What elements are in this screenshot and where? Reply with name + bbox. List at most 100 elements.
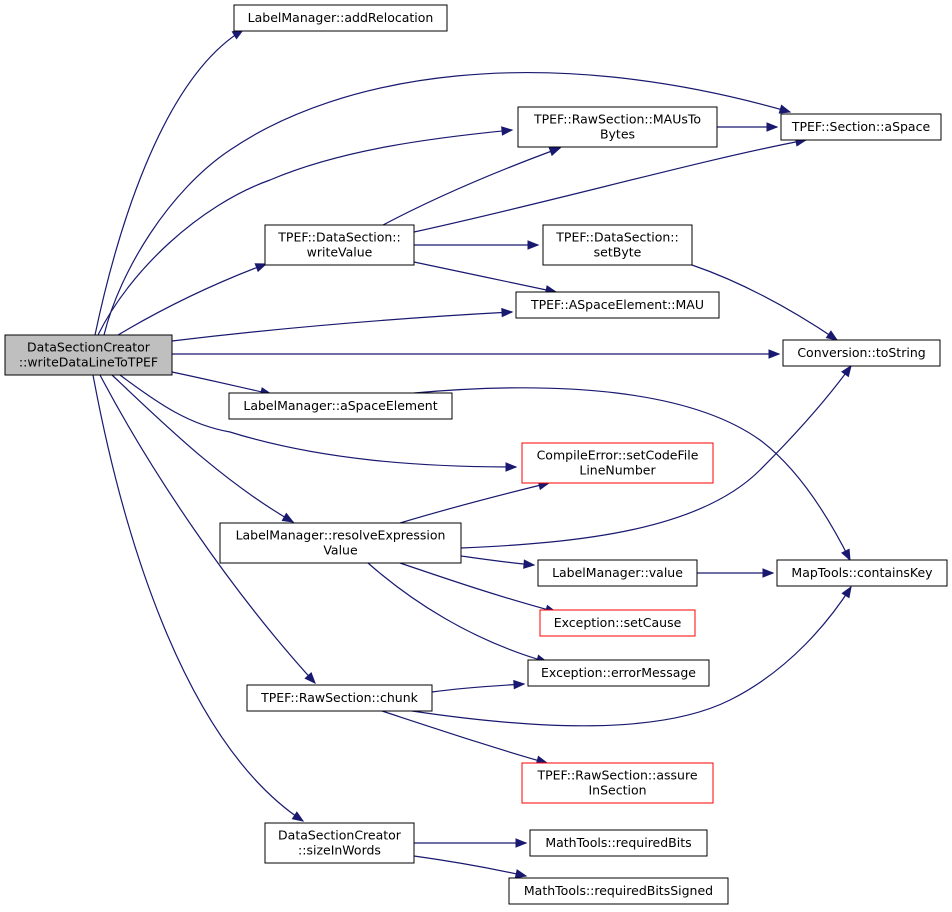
- edge-arrowhead: [291, 811, 305, 822]
- edge-arrowhead: [766, 122, 779, 132]
- node-chunk[interactable]: TPEF::RawSection::chunk: [246, 684, 433, 712]
- edge-arrowhead: [841, 364, 852, 378]
- node-aSpaceElement[interactable]: LabelManager::aSpaceElement: [228, 392, 453, 420]
- node-sectionASpace[interactable]: TPEF::Section::aSpace: [780, 113, 942, 141]
- node-setCause[interactable]: Exception::setCause: [539, 609, 696, 637]
- edge-arrowhead: [281, 512, 295, 523]
- edge-line: [171, 371, 272, 395]
- node-box[interactable]: [233, 4, 448, 32]
- node-box[interactable]: [782, 339, 941, 367]
- node-setByte[interactable]: TPEF::DataSection::setByte: [542, 224, 693, 266]
- node-root[interactable]: DataSectionCreator::writeDataLineToTPEF: [4, 334, 173, 376]
- edge-writeValue-to-mau: [413, 261, 558, 295]
- node-box[interactable]: [780, 113, 942, 141]
- edge-line: [460, 365, 852, 549]
- edge-writeValue-to-setByte: [414, 240, 540, 250]
- node-toString[interactable]: Conversion::toString: [782, 339, 941, 367]
- node-label-line: DataSectionCreator: [278, 828, 402, 843]
- edge-line: [92, 374, 304, 822]
- edge-arrowhead: [841, 548, 851, 562]
- node-label-line: TPEF::DataSection::: [277, 230, 400, 245]
- node-box[interactable]: [508, 877, 729, 905]
- node-box[interactable]: [219, 522, 462, 564]
- node-box[interactable]: [515, 291, 720, 319]
- edge-line: [117, 263, 267, 336]
- edge-arrowhead: [505, 462, 518, 472]
- edge-line: [431, 683, 525, 693]
- node-box[interactable]: [228, 392, 453, 420]
- node-requiredBitsSigned[interactable]: MathTools::requiredBitsSigned: [508, 877, 729, 905]
- node-containsKey[interactable]: MapTools::containsKey: [776, 559, 948, 587]
- node-writeValue[interactable]: TPEF::DataSection::writeValue: [264, 224, 415, 266]
- edge-line: [103, 72, 791, 336]
- edge-writeValue-to-mausToBytes: [382, 147, 562, 226]
- edge-line: [111, 374, 294, 523]
- edge-arrowhead: [825, 330, 839, 341]
- edge-root-to-writeValue: [117, 263, 268, 336]
- node-label-line: TPEF::ASpaceElement::MAU: [530, 297, 704, 312]
- edge-root-to-sectionASpace: [103, 72, 792, 336]
- node-addRelocation[interactable]: LabelManager::addRelocation: [233, 4, 448, 32]
- edge-line: [413, 139, 807, 233]
- node-label-line: MathTools::requiredBitsSigned: [524, 883, 713, 898]
- node-label-line: setByte: [594, 245, 642, 260]
- edge-aSpaceElement-to-containsKey: [413, 387, 851, 562]
- edge-line: [367, 562, 548, 663]
- node-lmValue[interactable]: LabelManager::value: [537, 559, 698, 587]
- node-box[interactable]: [776, 559, 948, 587]
- node-box[interactable]: [517, 106, 718, 148]
- node-label-line: LabelManager::value: [552, 565, 683, 580]
- node-label-line: DataSectionCreator: [27, 340, 151, 355]
- edge-line: [119, 374, 517, 468]
- node-box[interactable]: [527, 659, 710, 687]
- node-mau[interactable]: TPEF::ASpaceElement::MAU: [515, 291, 720, 319]
- node-label-line: Exception::errorMessage: [541, 665, 696, 680]
- edge-root-to-mau: [171, 307, 514, 342]
- edge-writeValue-to-sectionASpace: [413, 137, 808, 233]
- node-label-line: LabelManager::resolveExpression: [236, 528, 446, 543]
- edge-arrowhead: [515, 838, 528, 848]
- node-box[interactable]: [539, 609, 696, 637]
- node-label-line: Value: [323, 543, 358, 558]
- node-label-line: TPEF::RawSection::assure: [536, 768, 697, 783]
- edge-arrowhead: [523, 559, 536, 569]
- edge-arrowhead: [527, 240, 540, 250]
- node-label-line: Bytes: [600, 127, 635, 142]
- node-label-line: TPEF::RawSection::MAUsTo: [533, 112, 701, 127]
- node-label-line: ::writeDataLineToTPEF: [19, 355, 158, 370]
- edge-arrowhead: [841, 585, 852, 599]
- node-box[interactable]: [521, 762, 714, 804]
- node-requiredBits[interactable]: MathTools::requiredBits: [529, 829, 708, 857]
- edge-resolveExpressionValue-to-setCodeFileLineNumber: [399, 480, 551, 524]
- node-label-line: LabelManager::addRelocation: [248, 10, 434, 25]
- edge-root-to-addRelocation: [94, 29, 245, 336]
- edge-arrowhead: [768, 349, 781, 359]
- node-box[interactable]: [264, 822, 415, 864]
- node-label-line: InSection: [588, 783, 646, 798]
- edge-chunk-to-assureInSection: [381, 710, 549, 765]
- edge-sizeInWords-to-requiredBits: [414, 838, 528, 848]
- node-label-line: Exception::setCause: [554, 615, 682, 630]
- node-box[interactable]: [4, 334, 173, 376]
- node-label-line: LineNumber: [579, 463, 656, 478]
- node-label-line: TPEF::Section::aSpace: [791, 119, 931, 134]
- node-box[interactable]: [537, 559, 698, 587]
- node-errorMessage[interactable]: Exception::errorMessage: [527, 659, 710, 687]
- node-box[interactable]: [521, 442, 714, 484]
- node-sizeInWords[interactable]: DataSectionCreator::sizeInWords: [264, 822, 415, 864]
- edge-resolveExpressionValue-to-errorMessage: [367, 562, 549, 664]
- edge-lmValue-to-containsKey: [697, 568, 775, 578]
- edges-layer: [92, 29, 852, 879]
- node-box[interactable]: [542, 224, 693, 266]
- node-box[interactable]: [246, 684, 433, 712]
- edge-line: [460, 555, 535, 566]
- node-box[interactable]: [264, 224, 415, 266]
- node-label-line: writeValue: [307, 245, 373, 260]
- edge-root-to-chunk: [99, 374, 316, 684]
- node-box[interactable]: [529, 829, 708, 857]
